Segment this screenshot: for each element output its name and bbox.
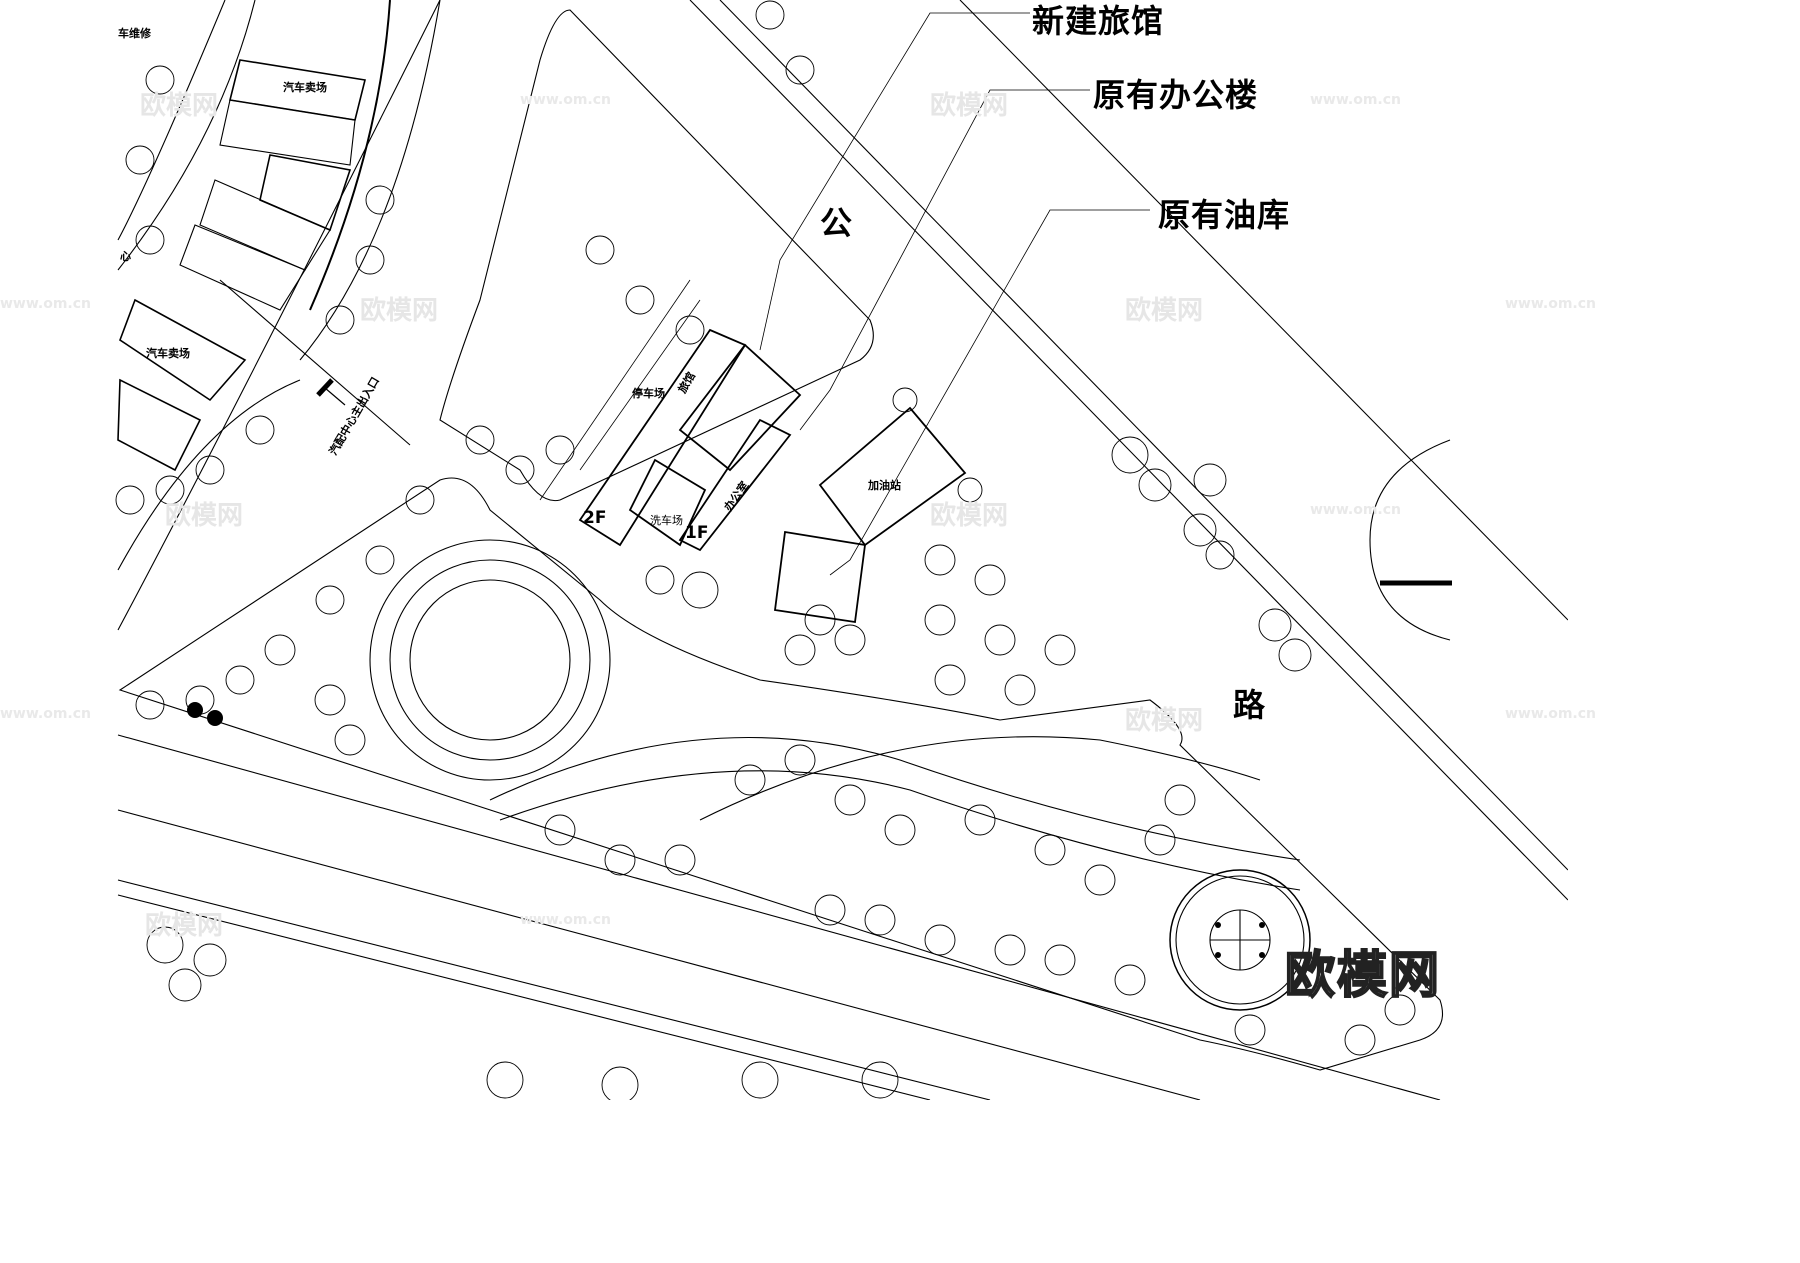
watermark-brand: 欧模网 [930,91,1009,121]
watermark-brand: 欧模网 [140,91,219,121]
curved-road-edge [117,0,441,631]
label-car-sales-1: 汽车卖场 [283,81,327,94]
inner-ring-edge [117,0,226,241]
watermark-url: www.om.cn [1310,502,1402,518]
label-gas-station: 加油站 [868,479,901,492]
office-building [678,343,802,472]
watermark-url: www.om.cn [520,912,612,928]
brand-watermark: 欧模网 [1284,945,1441,1005]
label-car-sales-2: 汽车卖场 [146,347,190,360]
car-wash [628,458,707,547]
label-car-wash: 洗车场 [650,514,683,527]
label-car-repair: 车维修 [118,27,151,40]
car-sales-building-2 [119,298,247,402]
lotus-fountain [1169,869,1311,1011]
watermark-url: www.om.cn [0,706,92,722]
watermark-brand: 欧模网 [165,501,244,531]
road-label-lu: 路 [1233,686,1267,724]
road-label-gong: 公 [820,204,854,242]
callout-existing-oil-depot: 原有油库 [1158,196,1291,234]
watermark-url: www.om.cn [1505,706,1597,722]
watermark-brand: 欧模网 [930,501,1009,531]
label-parking: 停车场 [632,387,665,400]
watermark-brand: 欧模网 [145,911,224,941]
watermark-url: www.om.cn [1310,92,1402,108]
office-room [678,418,792,552]
label-floor-1f: 1F [685,523,709,543]
watermark-brand: 欧模网 [360,296,439,326]
watermark-brand: 欧模网 [1125,296,1204,326]
watermark-url: www.om.cn [1505,296,1597,312]
oil-depot [773,530,867,624]
callout-existing-office: 原有办公楼 [1093,76,1259,114]
site-plan-drawing [115,0,1568,1100]
hotel-building [578,328,747,547]
watermark-url: www.om.cn [0,296,92,312]
watermark-brand: 欧模网 [1125,706,1204,736]
callout-new-hotel: 新建旅馆 [1032,2,1165,40]
watermark-url: www.om.cn [520,92,612,108]
label-floor-2f: 2F [583,508,607,528]
label-center-fragment: 心 [120,250,131,263]
